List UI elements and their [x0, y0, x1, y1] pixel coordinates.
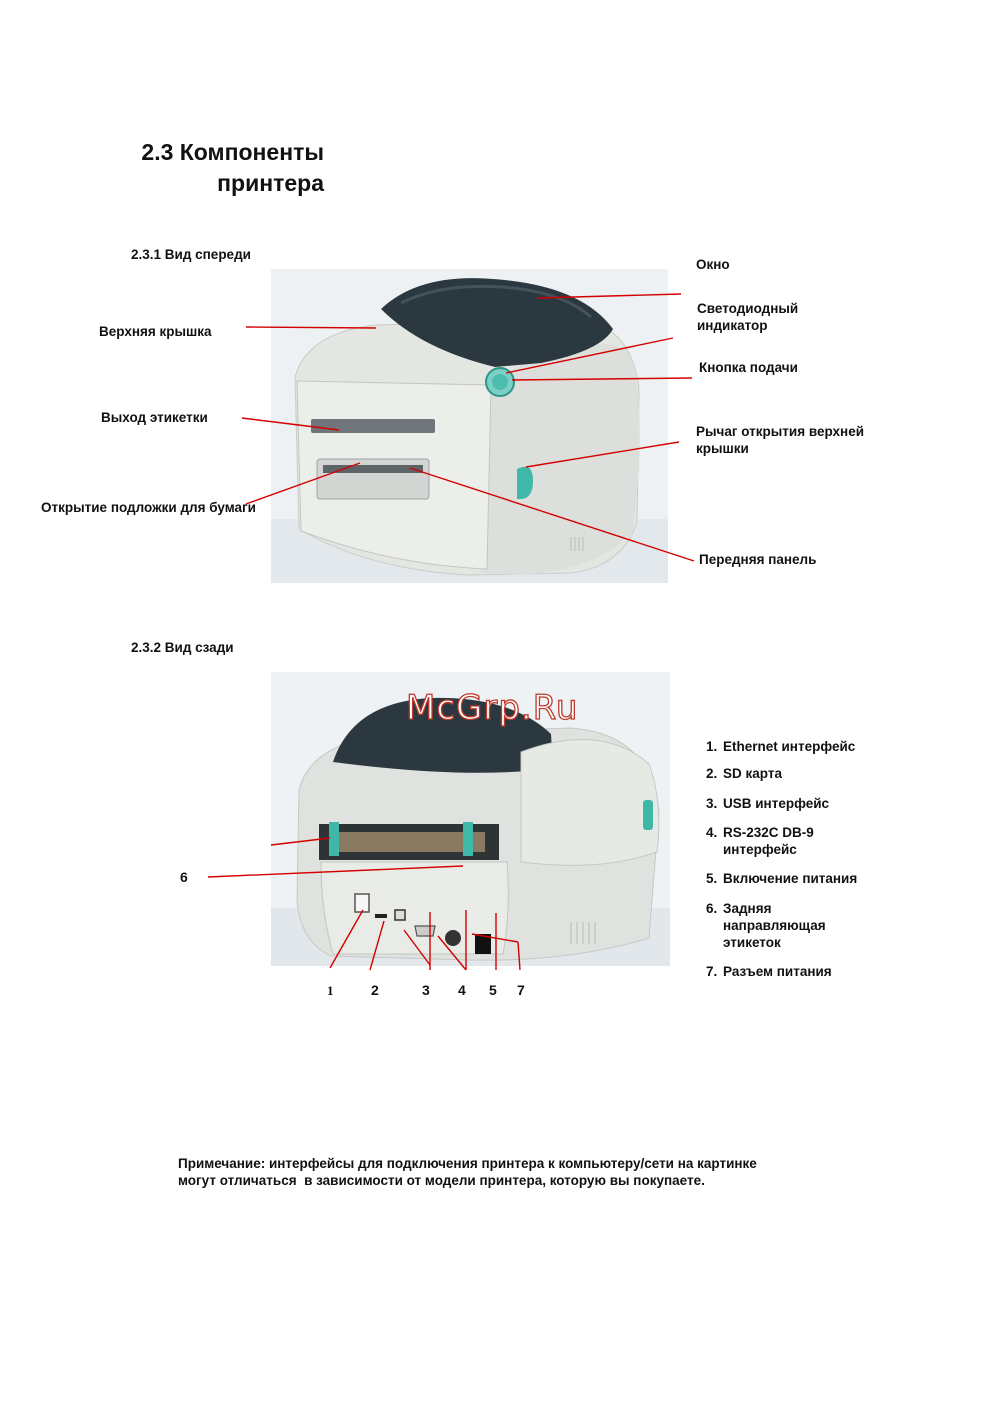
- section-title-line1: 2.3 Компоненты: [141, 139, 324, 165]
- list-item: 5. Включение питания: [706, 870, 906, 887]
- watermark: McGrp.Ru: [405, 687, 579, 728]
- section-title: 2.3 Компоненты принтера: [100, 137, 324, 199]
- label-lever-line2: крышки: [696, 441, 749, 456]
- list-item: 7. Разъем питания: [706, 963, 906, 980]
- legend-number: 3.: [706, 796, 718, 811]
- callout-bottom-7: 7: [517, 982, 525, 998]
- list-item: 6. Задняя направляющая этикеток: [706, 900, 853, 951]
- label-window: Окно: [696, 257, 730, 272]
- rear-view-photo: [271, 672, 670, 966]
- list-item: 4. RS-232C DB-9 интерфейс: [706, 824, 833, 858]
- note-line1: Примечание: интерфейсы для подключения п…: [178, 1156, 757, 1171]
- callout-bottom-3: 3: [422, 982, 430, 998]
- note: Примечание: интерфейсы для подключения п…: [178, 1155, 878, 1189]
- list-item: 3. USB интерфейс: [706, 795, 906, 812]
- legend-number: 6.: [706, 901, 718, 916]
- label-lever-line1: Рычаг открытия верхней: [696, 424, 865, 439]
- legend-text: Разъем питания: [723, 964, 832, 979]
- legend-text: RS-232C DB-9 интерфейс: [723, 825, 814, 857]
- legend-number: 7.: [706, 964, 718, 979]
- note-line2: могут отличаться в зависимости от модели…: [178, 1173, 705, 1188]
- label-feed-button: Кнопка подачи: [699, 360, 798, 375]
- front-view-photo: [271, 269, 668, 583]
- legend-text: Включение питания: [723, 871, 858, 886]
- list-item: 1. Ethernet интерфейс: [706, 738, 906, 755]
- legend-number: 4.: [706, 825, 718, 840]
- callout-bottom-4: 4: [458, 982, 466, 998]
- legend-text: Ethernet интерфейс: [723, 739, 856, 754]
- legend-number: 1.: [706, 739, 718, 754]
- list-item: 2. SD карта: [706, 765, 906, 782]
- label-label-exit: Выход этикетки: [101, 410, 208, 425]
- legend-text: USB интерфейс: [723, 796, 830, 811]
- label-led-line2: индикатор: [697, 318, 768, 333]
- label-led-indicator: Светодиодный индикатор: [697, 300, 798, 334]
- label-top-cover: Верхняя крышка: [99, 324, 212, 339]
- front-view-heading: 2.3.1 Вид спереди: [131, 247, 251, 262]
- label-paper-liner-opening: Открытие подложки для бумаги: [41, 500, 256, 515]
- callout-6: 6: [180, 869, 188, 885]
- label-cover-lever: Рычаг открытия верхней крышки: [696, 423, 864, 457]
- rear-view-heading: 2.3.2 Вид сзади: [131, 640, 234, 655]
- legend-text: Задняя направляющая этикеток: [723, 901, 826, 950]
- label-led-line1: Светодиодный: [697, 301, 799, 316]
- legend-text: SD карта: [723, 766, 782, 781]
- legend-number: 5.: [706, 871, 718, 886]
- rear-view-legend: 1. Ethernet интерфейс 2. SD карта 3. USB…: [706, 738, 906, 980]
- callout-bottom-1: 1: [327, 983, 334, 998]
- legend-number: 2.: [706, 766, 718, 781]
- callout-bottom-2: 2: [371, 982, 379, 998]
- label-front-panel: Передняя панель: [699, 552, 817, 567]
- section-title-line2: принтера: [217, 170, 324, 196]
- callout-bottom-5: 5: [489, 982, 497, 998]
